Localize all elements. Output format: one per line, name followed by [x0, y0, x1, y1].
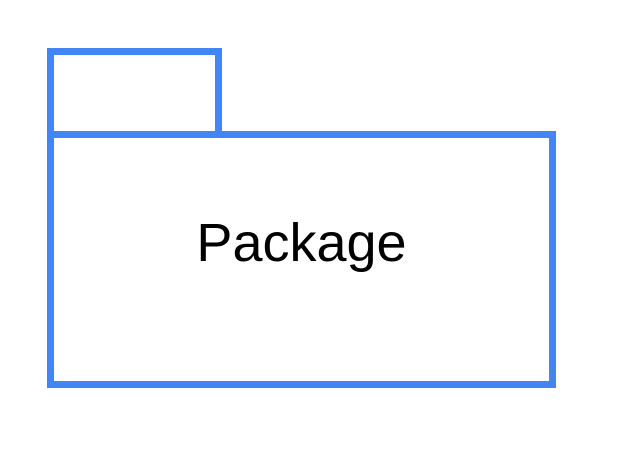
package-label: Package [196, 213, 407, 273]
package-tab [47, 48, 222, 138]
package-body: Package [47, 131, 556, 388]
